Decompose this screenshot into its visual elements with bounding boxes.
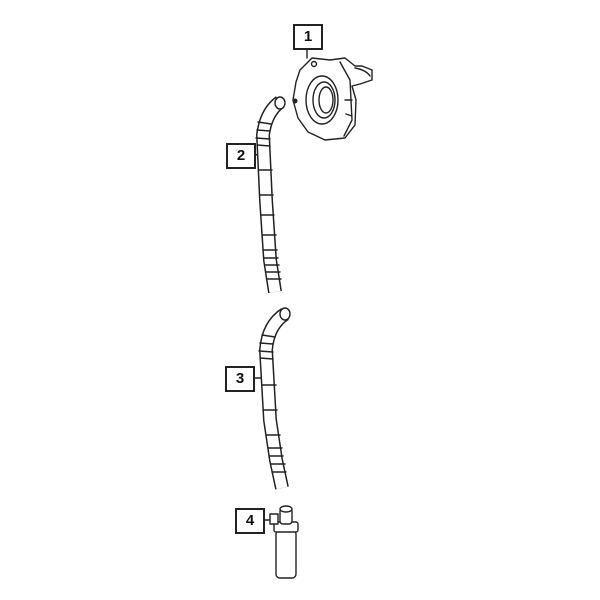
hose-part-2 [255, 96, 286, 294]
callout-3: 3 [225, 366, 255, 392]
connector-part-4 [269, 505, 299, 579]
hose-part-3 [258, 307, 291, 490]
callout-2: 2 [226, 143, 256, 169]
oil-pump-part [292, 57, 373, 141]
callout-4: 4 [235, 508, 265, 534]
callout-1: 1 [293, 24, 323, 50]
